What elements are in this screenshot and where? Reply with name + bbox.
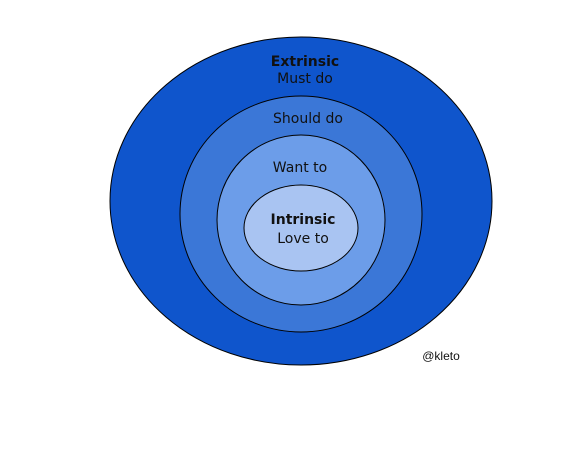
want-to-label: Want to <box>273 160 327 176</box>
should-do-label: Should do <box>273 111 343 127</box>
love-to-label: Love to <box>277 231 329 247</box>
extrinsic-heading: Extrinsic <box>271 54 339 70</box>
must-do-label: Must do <box>277 71 333 87</box>
intrinsic-heading: Intrinsic <box>271 212 336 228</box>
ring-intrinsic <box>243 184 359 272</box>
author-credit: @kleto <box>422 349 460 363</box>
